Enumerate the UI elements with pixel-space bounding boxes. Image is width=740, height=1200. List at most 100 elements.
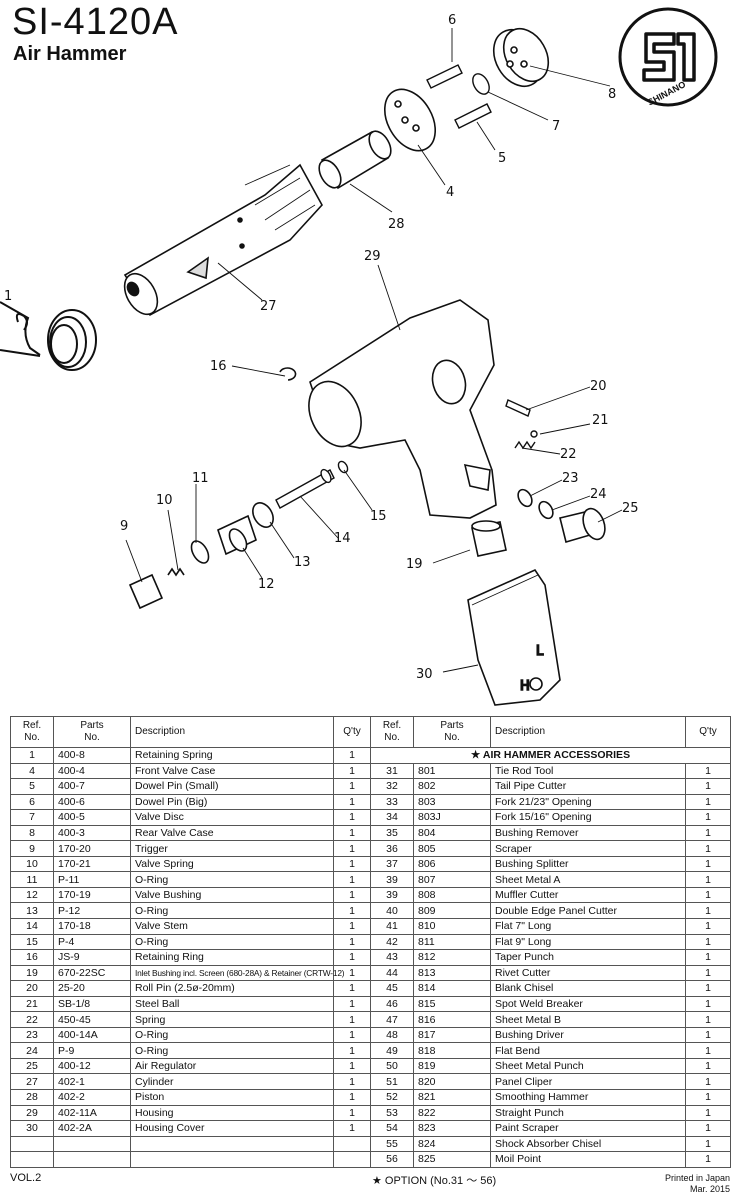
qty-cell: 1	[333, 747, 371, 764]
ref-cell: 41	[370, 918, 414, 935]
shinano-logo: SHINANO	[618, 7, 718, 108]
qty-cell: 1	[333, 980, 371, 997]
ref-cell: 30	[10, 1120, 54, 1137]
table-header-row: Ref. No. Parts No. Description Q'ty	[370, 716, 731, 748]
part-no-cell: 814	[413, 980, 491, 997]
qty-header-label: Q'ty	[699, 726, 717, 737]
table-header-row: Ref. No. Parts No. Description Q'ty	[10, 716, 371, 748]
callout-9: 9	[120, 519, 128, 534]
ref-cell: 39	[370, 871, 414, 888]
ref-cell: 24	[10, 1042, 54, 1059]
part-no-cell: 400-8	[53, 747, 131, 764]
regulator-drawing	[517, 488, 606, 544]
ref-cell: 21	[10, 995, 54, 1013]
ref-cell: 11	[10, 871, 54, 888]
description-cell: Rear Valve Case	[130, 824, 334, 842]
callout-6: 6	[448, 13, 456, 28]
description-cell: Piston	[130, 1089, 334, 1106]
description-cell: Flat 7" Long	[490, 918, 686, 935]
qty-cell: 1	[685, 793, 731, 811]
description-cell: Trigger	[130, 840, 334, 857]
callout-30: 30	[416, 667, 433, 682]
description-cell: Cylinder	[130, 1073, 334, 1091]
callout-4: 4	[446, 185, 454, 200]
ref-cell: 5	[10, 778, 54, 795]
part-no-cell: P-11	[53, 871, 131, 888]
qty-cell: 1	[333, 1089, 371, 1106]
qty-cell: 1	[685, 995, 731, 1013]
housing-cover-drawing: H L	[467, 568, 561, 706]
description-cell: Bushing Remover	[490, 824, 686, 842]
part-no-cell: SB-1/8	[53, 995, 131, 1013]
shinano-si-logo-icon	[642, 32, 696, 82]
callout-16: 16	[210, 359, 227, 374]
qty-cell: 1	[333, 824, 371, 842]
part-no-cell: P-12	[53, 902, 131, 920]
dowel-pins-drawing	[426, 64, 492, 129]
ref-header-label: Ref. No.	[382, 720, 402, 743]
part-no-cell: 170-19	[53, 886, 131, 904]
part-no-cell: 808	[413, 886, 491, 904]
description-cell: Housing Cover	[130, 1120, 334, 1137]
ref-cell: 37	[370, 855, 414, 873]
description-cell: Dowel Pin (Small)	[130, 778, 334, 795]
part-no-cell: 815	[413, 995, 491, 1013]
product-name: Air Hammer	[13, 43, 127, 65]
description-cell: Steel Ball	[130, 995, 334, 1013]
empty-cell	[333, 1135, 371, 1153]
empty-cell	[130, 1151, 334, 1168]
empty-cell	[333, 1151, 371, 1168]
part-no-cell: 819	[413, 1057, 491, 1075]
qty-cell: 1	[685, 964, 731, 982]
ref-cell: 55	[370, 1135, 414, 1153]
empty-cell	[53, 1151, 131, 1168]
part-no-cell: 818	[413, 1042, 491, 1059]
ref-header-label: Ref. No.	[22, 720, 42, 743]
part-no-cell: 450-45	[53, 1011, 131, 1028]
ref-cell: 56	[370, 1151, 414, 1168]
description-cell: O-Ring	[130, 933, 334, 951]
qty-cell: 1	[685, 762, 731, 780]
description-cell: Fork 21/23" Opening	[490, 793, 686, 811]
grip-mark-l: L	[536, 644, 544, 659]
qty-cell: 1	[685, 1135, 731, 1153]
ref-cell: 15	[10, 933, 54, 951]
ref-cell: 10	[10, 855, 54, 873]
part-no-cell: 809	[413, 902, 491, 920]
callout-20: 20	[590, 379, 607, 394]
qty-cell: 1	[333, 933, 371, 951]
qty-cell: 1	[333, 995, 371, 1013]
empty-row	[10, 1135, 371, 1153]
part-no-cell: 813	[413, 964, 491, 982]
qty-cell: 1	[685, 1042, 731, 1059]
qty-cell: 1	[333, 949, 371, 966]
ref-cell: 54	[370, 1120, 414, 1137]
qty-cell: 1	[333, 793, 371, 811]
ref-cell: 16	[10, 949, 54, 966]
description-cell: Tie Rod Tool	[490, 762, 686, 780]
part-no-cell: P-9	[53, 1042, 131, 1059]
qty-cell: 1	[685, 871, 731, 888]
volume-label: VOL.2	[10, 1172, 42, 1184]
description-cell: Rivet Cutter	[490, 964, 686, 982]
part-no-cell: 822	[413, 1104, 491, 1122]
part-no-cell: 402-2A	[53, 1120, 131, 1137]
description-cell: Inlet Bushing incl. Screen (680-28A) & R…	[130, 964, 345, 982]
part-no-cell: 402-1	[53, 1073, 131, 1091]
accessories-heading: ★ AIR HAMMER ACCESSORIES	[370, 747, 731, 764]
ref-cell: 34	[370, 809, 414, 826]
ref-cell: 46	[370, 995, 414, 1013]
part-no-cell: 170-21	[53, 855, 131, 873]
ref-cell: 1	[10, 747, 54, 764]
callout-21: 21	[592, 413, 609, 428]
